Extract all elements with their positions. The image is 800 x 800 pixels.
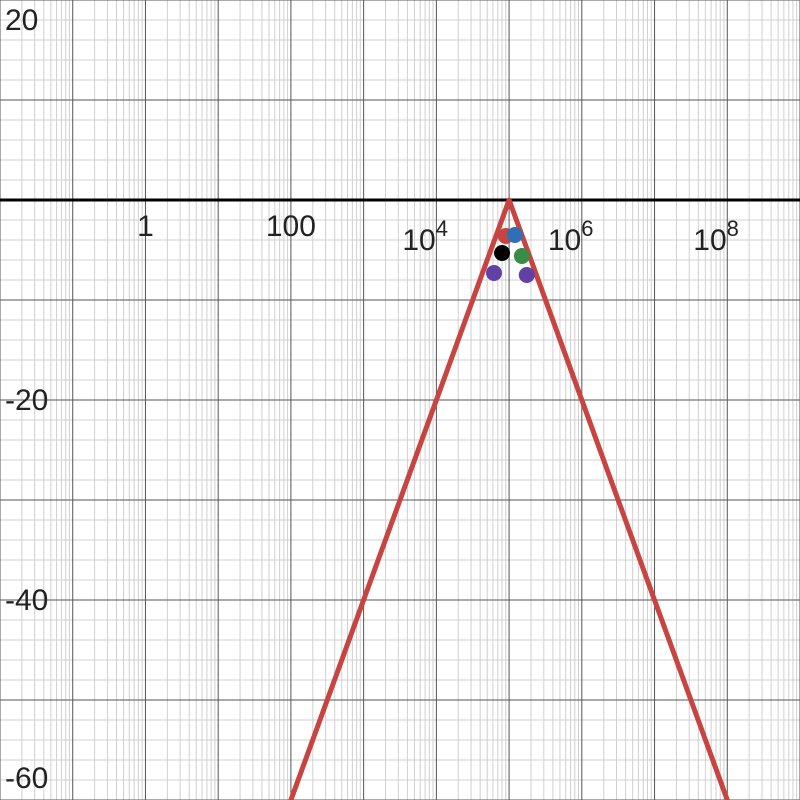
y-tick-label: -60 [5,762,48,795]
y-tick-label: -40 [5,584,48,617]
data-point[interactable] [518,267,535,283]
x-tick-labels: 1 100 104 106 108 [137,210,739,257]
points-layer [485,227,535,283]
x-tick-label: 1 [137,210,154,243]
series-layer [288,197,730,800]
x-tick-label: 106 [548,216,594,257]
series-line [288,197,730,800]
x-tick-label: 108 [693,216,739,257]
y-tick-label: 20 [5,4,38,37]
data-point[interactable] [494,245,511,261]
x-tick-label: 100 [266,210,316,243]
data-point[interactable] [506,227,523,243]
data-point[interactable] [513,248,530,264]
x-tick-label: 104 [402,216,448,257]
data-point[interactable] [485,265,502,281]
y-tick-labels: 20 -20 -40 -60 [5,4,48,795]
y-tick-label: -20 [5,384,48,417]
